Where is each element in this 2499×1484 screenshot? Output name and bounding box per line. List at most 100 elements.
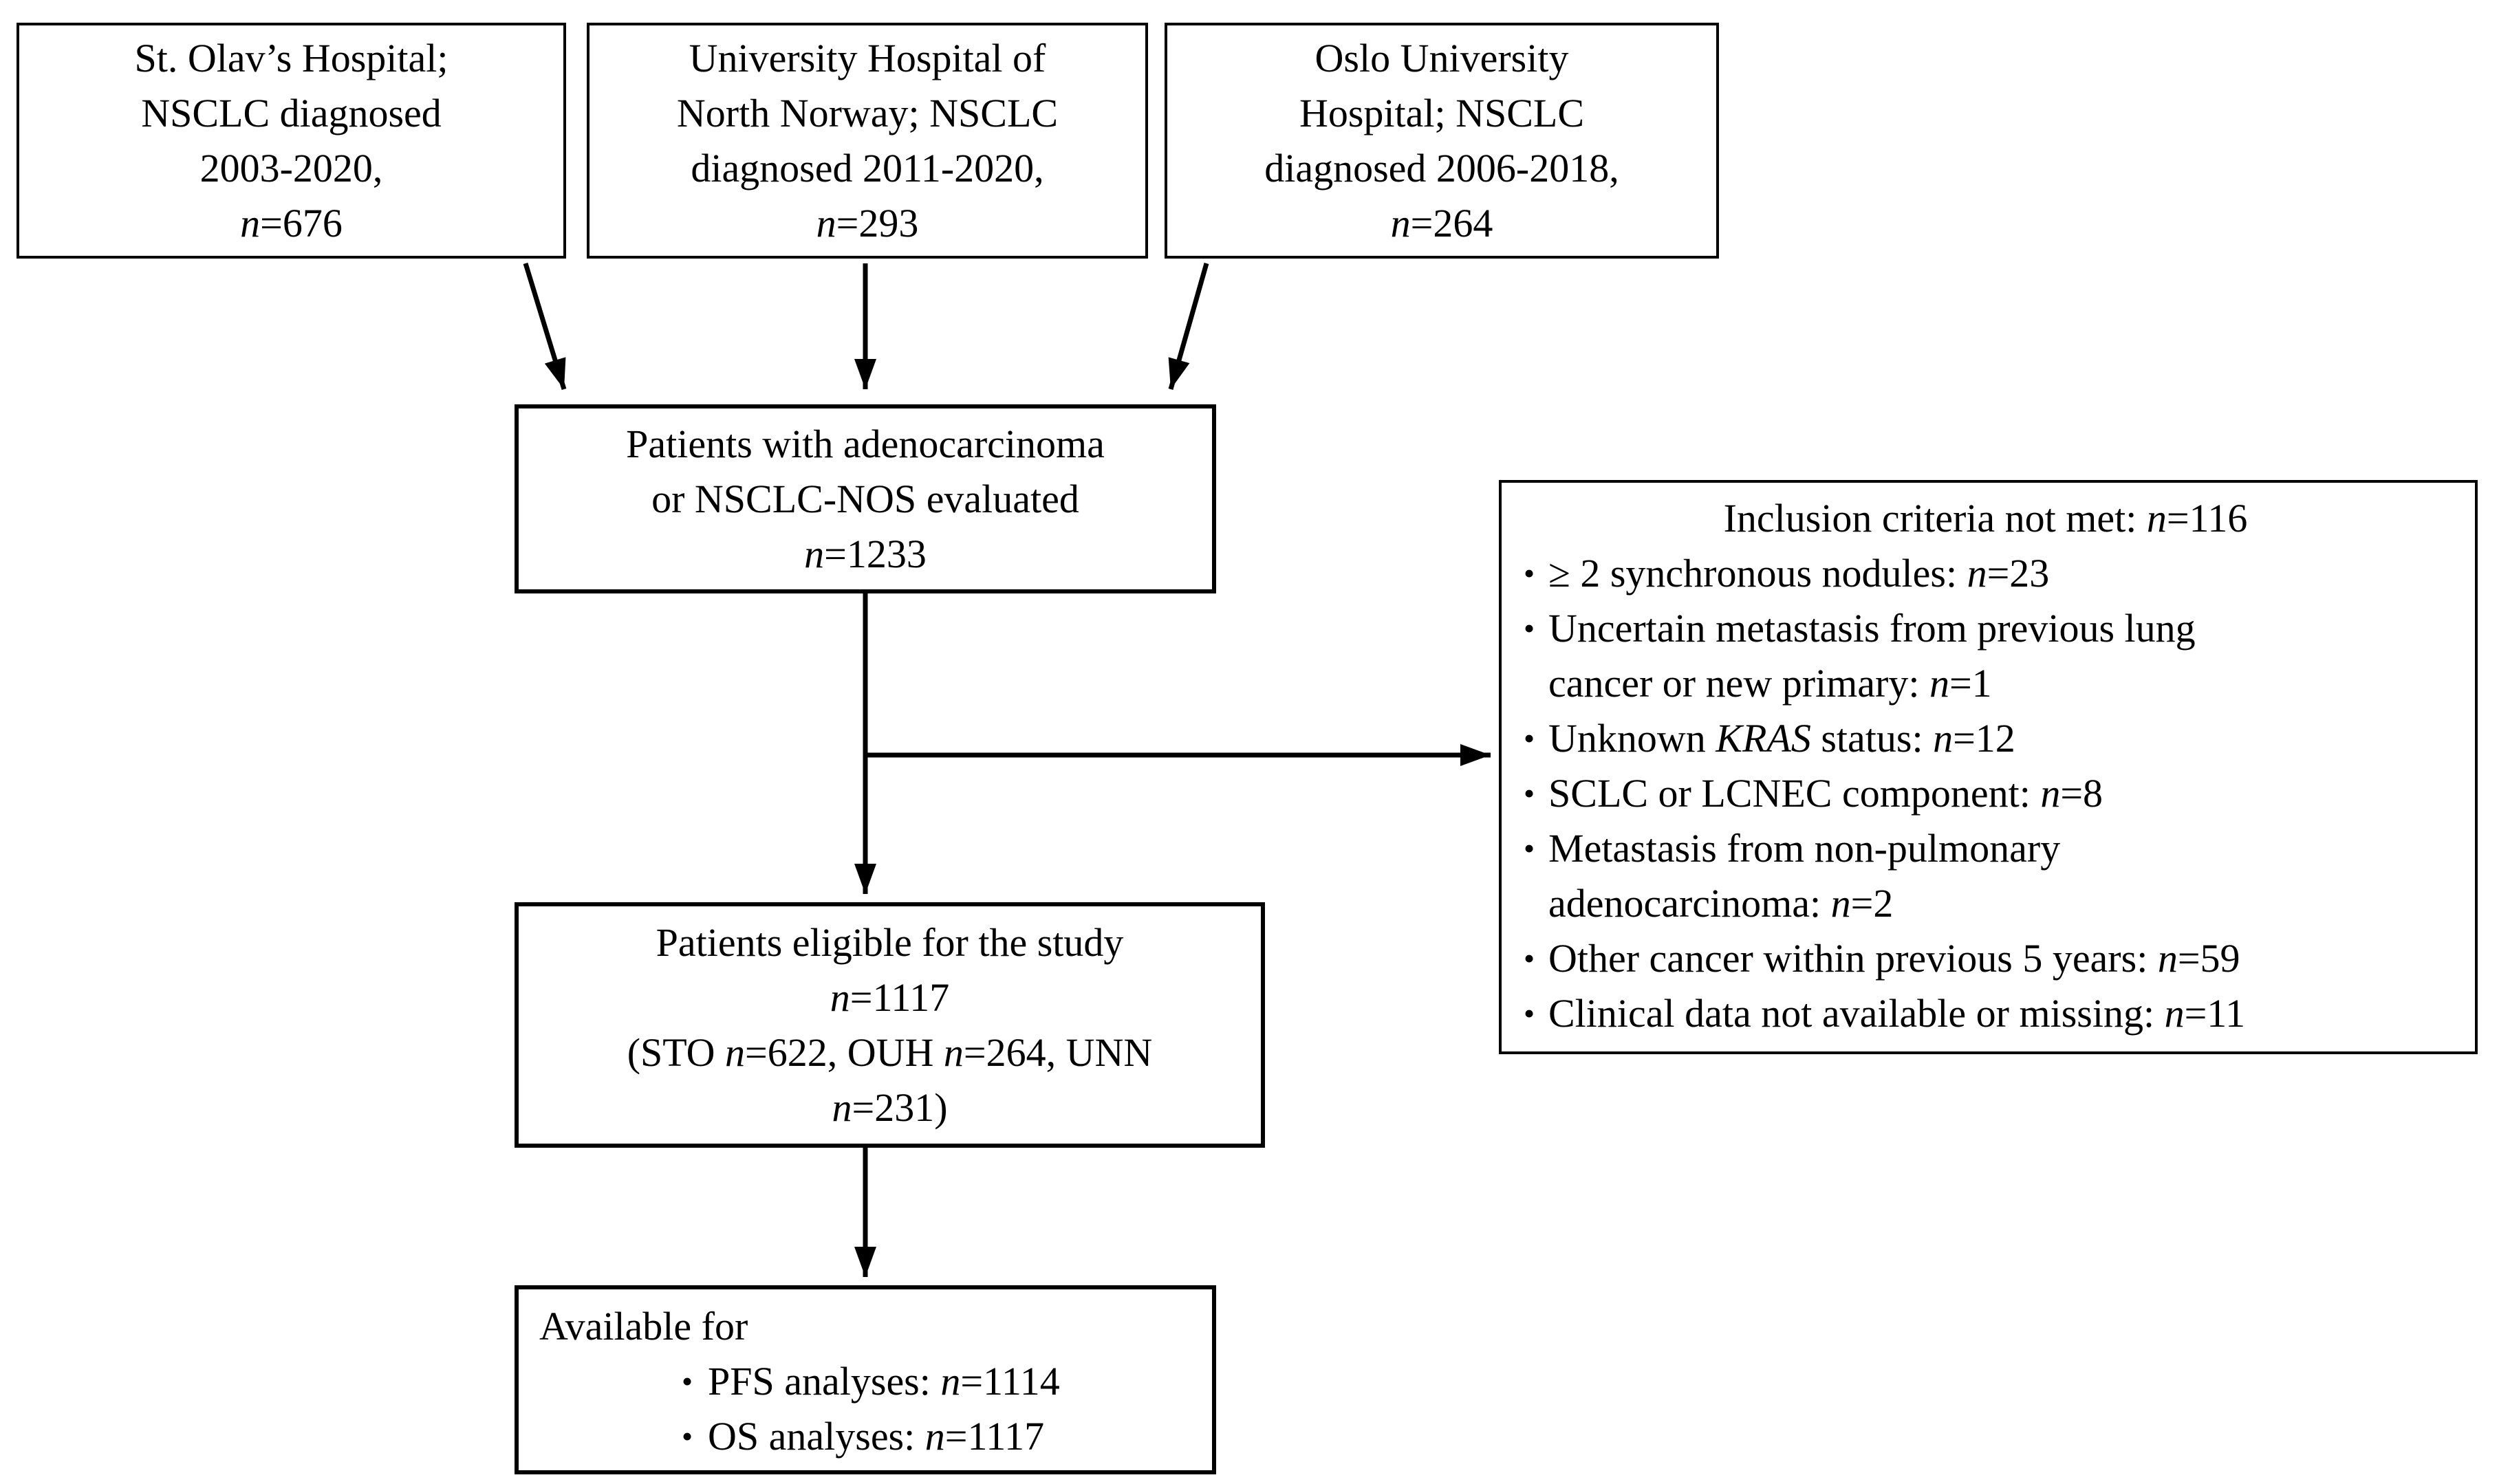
text-line: Metastasis from non-pulmonary <box>1548 821 2461 876</box>
arrow-sto-to-evaluated <box>523 262 567 391</box>
text: =264, UNN <box>963 1029 1153 1075</box>
bullet-icon: • <box>1523 721 1535 756</box>
text: Other cancer within previous 5 years: <box>1548 936 2158 981</box>
available-title: Available for <box>539 1299 1198 1354</box>
bullet-icon: • <box>1523 831 1535 866</box>
bullet-icon: • <box>1523 941 1535 976</box>
text: Patients eligible for the study <box>656 919 1124 965</box>
text: Clinical data not available or missing: <box>1548 991 2165 1036</box>
text: OS analyses: <box>708 1414 925 1459</box>
text: Available for <box>539 1304 748 1349</box>
text-line: 2003-2020, <box>200 141 383 196</box>
bullet-icon: • <box>1523 556 1535 591</box>
italic-text: n <box>1929 661 1949 706</box>
text-line: Hospital; NSCLC <box>1299 86 1584 141</box>
text-line: St. Olav’s Hospital; <box>135 31 448 86</box>
italic-text: n <box>2157 936 2178 981</box>
text: =293 <box>836 200 919 245</box>
text-line: NSCLC diagnosed <box>141 86 442 141</box>
text: =231) <box>852 1084 948 1130</box>
text: diagnosed 2011-2020, <box>691 145 1044 190</box>
text-line: or NSCLC-NOS evaluated <box>651 472 1079 527</box>
text-line: n=1233 <box>804 527 927 582</box>
bullet-icon: • <box>681 1364 693 1399</box>
text-line: n=293 <box>816 196 919 251</box>
italic-text: n <box>1933 716 1954 761</box>
text: =1 <box>1949 661 1992 706</box>
exclusion-bullet-sclc-lcnec: • SCLC or LCNEC component: n=8 <box>1510 766 2461 821</box>
bullet-icon: • <box>1523 776 1535 811</box>
text-line: PFS analyses: n=1114 <box>708 1354 1198 1409</box>
text: =8 <box>2060 771 2103 816</box>
exclusion-bullet-text: Other cancer within previous 5 years: n=… <box>1548 931 2461 986</box>
text: =11 <box>2184 991 2246 1036</box>
italic-text: n <box>1830 881 1851 926</box>
bullet-icon: • <box>681 1419 693 1454</box>
text-line: Patients eligible for the study <box>656 915 1124 970</box>
text: =23 <box>1987 551 2050 596</box>
text: ≥ 2 synchronous nodules: <box>1548 551 1967 596</box>
italic-text: n <box>725 1029 746 1075</box>
text-line: (STO n=622, OUH n=264, UNN <box>627 1025 1153 1080</box>
exclusion-bullet-synchronous-nodules: • ≥ 2 synchronous nodules: n=23 <box>1510 546 2461 601</box>
text: =622, OUH <box>745 1029 944 1075</box>
text: Inclusion criteria not met: <box>1723 496 2147 541</box>
available-bullet-text: OS analyses: n=1117 <box>708 1409 1198 1464</box>
exclusion-bullet-text: Unknown KRAS status: n=12 <box>1548 711 2461 766</box>
text: diagnosed 2006-2018, <box>1264 145 1619 190</box>
text: =1117 <box>850 974 950 1020</box>
exclusion-bullet-other-cancer: • Other cancer within previous 5 years: … <box>1510 931 2461 986</box>
text: NSCLC diagnosed <box>141 90 442 135</box>
exclusion-bullet-text: SCLC or LCNEC component: n=8 <box>1548 766 2461 821</box>
text-line: n=264 <box>1391 196 1493 251</box>
text: =116 <box>2166 496 2248 541</box>
box-patients-eligible: Patients eligible for the study n =1117 (ST… <box>515 902 1265 1148</box>
text-line: Uncertain metastasis from previous lung <box>1548 601 2461 656</box>
text: Oslo University <box>1315 35 1569 80</box>
italic-text: KRAS <box>1716 716 1811 761</box>
italic-text: n <box>943 1029 964 1075</box>
text: Unknown <box>1548 716 1716 761</box>
italic-text: n <box>2164 991 2185 1036</box>
italic-text: n <box>1390 200 1411 245</box>
text-line: n=676 <box>240 196 343 251</box>
italic-text: n <box>2040 771 2061 816</box>
text: =1117 <box>944 1414 1045 1459</box>
italic-text: n <box>804 531 825 576</box>
italic-text: n <box>924 1414 945 1459</box>
text: =2 <box>1850 881 1894 926</box>
italic-text: n <box>816 200 836 245</box>
exclusion-bullet-text: ≥ 2 synchronous nodules: n=23 <box>1548 546 2461 601</box>
exclusion-bullet-unknown-kras: • Unknown KRAS status: n=12 <box>1510 711 2461 766</box>
exclusion-bullet-uncertain-metastasis: • Uncertain metastasis from previous lun… <box>1510 601 2461 711</box>
text-line: SCLC or LCNEC component: n=8 <box>1548 766 2461 821</box>
text-line: adenocarcinoma: n=2 <box>1548 876 2461 931</box>
text-line: OS analyses: n=1117 <box>708 1409 1198 1464</box>
text: =1114 <box>960 1359 1060 1404</box>
text-line: diagnosed 2006-2018, <box>1264 141 1619 196</box>
text: PFS analyses: <box>708 1359 941 1404</box>
text: 2003-2020, <box>199 145 383 190</box>
bullet-icon: • <box>1523 611 1535 646</box>
exclusion-title: Inclusion criteria not met: n=116 <box>1510 491 2461 546</box>
text: adenocarcinoma: <box>1548 881 1831 926</box>
available-bullet-pfs: • PFS analyses: n=1114 <box>667 1354 1198 1409</box>
text-line: University Hospital of <box>689 31 1046 86</box>
italic-text: n <box>1967 551 1987 596</box>
italic-text: n <box>2146 496 2167 541</box>
text: (STO <box>627 1029 726 1075</box>
bullet-icon: • <box>1523 996 1535 1031</box>
exclusion-bullet-clinical-data-missing: • Clinical data not available or missing… <box>1510 986 2461 1041</box>
box-inclusion-criteria-not-met: Inclusion criteria not met: n=116 • ≥ 2 … <box>1499 480 2478 1054</box>
italic-text: n <box>940 1359 961 1404</box>
text: =676 <box>260 200 343 245</box>
text: =12 <box>1953 716 2015 761</box>
text: =1233 <box>824 531 927 576</box>
text-line: ≥ 2 synchronous nodules: n=23 <box>1548 546 2461 601</box>
